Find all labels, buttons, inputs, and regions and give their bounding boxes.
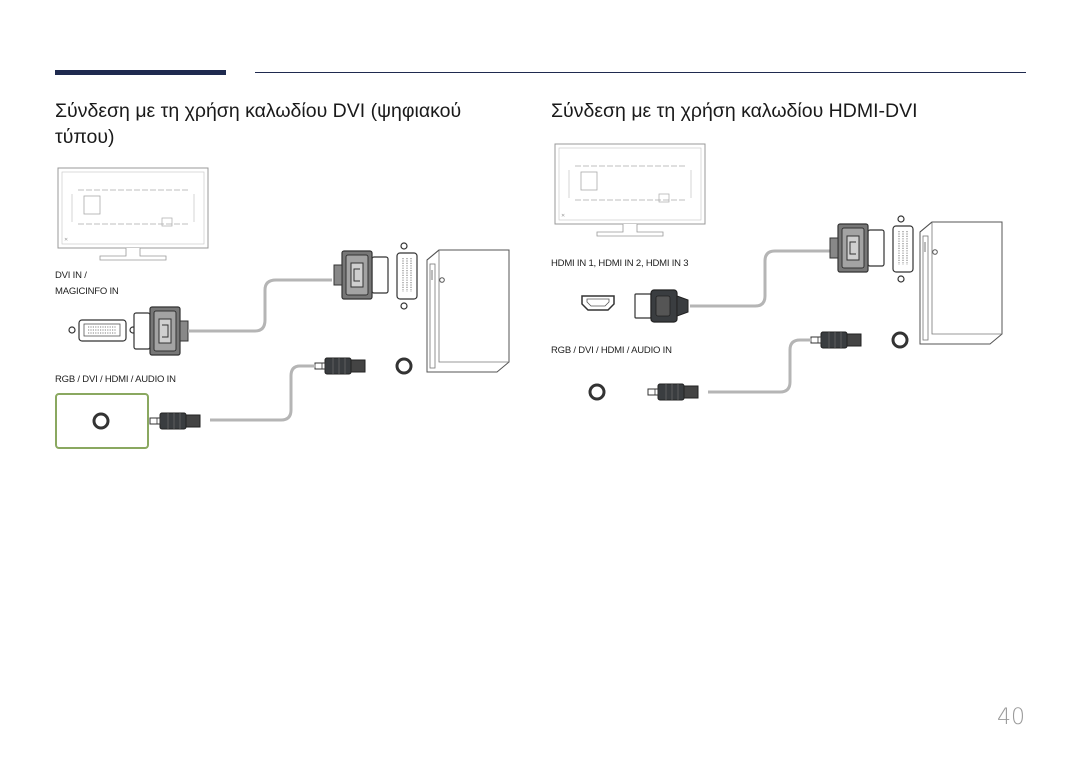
pc-tower-left	[426, 249, 510, 373]
dvi-plug-pc-side-right	[829, 223, 885, 273]
audio-plug-pc-side-right	[810, 331, 862, 349]
dvi-port-monitor-left	[68, 319, 137, 342]
header-accent-bar	[55, 70, 226, 75]
hdmi-dvi-cable	[690, 249, 830, 308]
pc-tower-right	[919, 221, 1003, 345]
audio-jack-monitor-left	[92, 412, 110, 430]
audio-plug-pc-side-left	[314, 357, 366, 375]
audio-port-label-left: RGB / DVI / HDMI / AUDIO IN	[55, 374, 176, 385]
audio-jack-monitor-right	[588, 383, 606, 401]
audio-jack-pc-right	[891, 331, 909, 349]
section-title-dvi: Σύνδεση με τη χρήση καλωδίου DVI (ψηφιακ…	[55, 100, 462, 148]
audio-plug-monitor-side-left	[149, 412, 201, 430]
audio-jack-pc-left	[395, 357, 413, 375]
dvi-port-label-line1: DVI IN /	[55, 270, 87, 281]
audio-plug-monitor-side-right	[647, 383, 699, 401]
dvi-port-pc-right	[892, 215, 914, 283]
audio-cable-left	[210, 364, 316, 422]
page-number: 40	[997, 705, 1025, 730]
section-title-hdmi-dvi: Σύνδεση με τη χρήση καλωδίου HDMI-DVI	[551, 100, 918, 122]
monitor-right	[554, 143, 706, 237]
monitor-left	[57, 167, 209, 261]
dvi-plug-pc-side-left	[333, 250, 389, 300]
hdmi-plug	[634, 289, 689, 323]
hdmi-port-label: HDMI IN 1, HDMI IN 2, HDMI IN 3	[551, 258, 689, 269]
audio-port-label-right: RGB / DVI / HDMI / AUDIO IN	[551, 345, 672, 356]
dvi-cable-left	[188, 278, 332, 333]
dvi-plug-monitor-side	[133, 306, 189, 356]
dvi-port-label-line2: MAGICINFO IN	[55, 286, 119, 297]
header-rule	[255, 72, 1026, 73]
dvi-port-pc-left	[396, 242, 418, 310]
hdmi-port-monitor-right	[581, 295, 615, 311]
audio-cable-right	[708, 338, 812, 394]
